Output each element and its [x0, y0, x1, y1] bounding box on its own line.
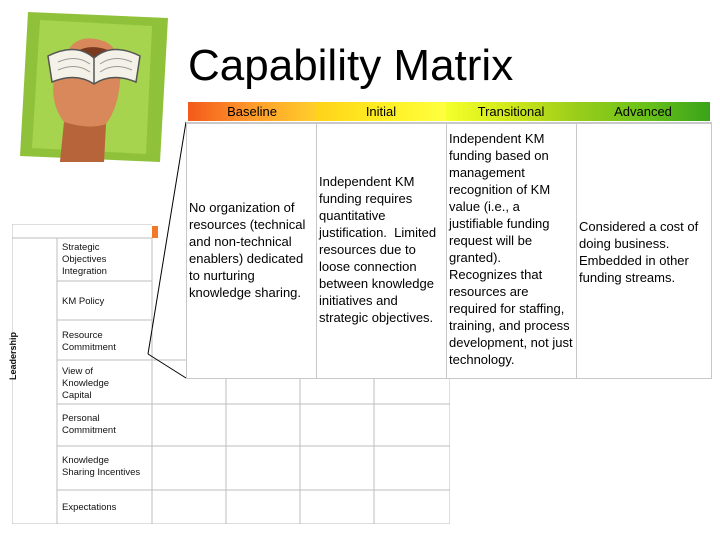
row-label-view-of-knowledge-capital: View of Knowledge Capital: [62, 366, 110, 401]
cell-transitional-text: Independent KM funding based on manageme…: [449, 131, 573, 367]
cell-initial-text: Independent KM funding requires quantita…: [319, 174, 437, 325]
column-transitional: [446, 123, 578, 379]
row-label-resource-commitment: Resource Commitment: [62, 330, 116, 353]
header-transitional: Transitional: [446, 102, 576, 121]
column-baseline: [186, 123, 318, 379]
resource-commitment-detail-panel: No organization of resources (technical …: [186, 122, 712, 379]
column-initial: [316, 123, 448, 379]
header-advanced: Advanced: [576, 102, 710, 121]
row-label-expectations: Expectations: [62, 502, 117, 513]
row-label-strategic-objectives: Strategic Objectives Integration: [62, 242, 107, 277]
header-baseline: Baseline: [188, 102, 316, 121]
page-title: Capability Matrix: [188, 41, 514, 90]
cell-advanced-text: Considered a cost of doing business. Emb…: [579, 219, 699, 285]
header-initial: Initial: [316, 102, 446, 121]
column-advanced: [576, 123, 712, 379]
row-label-knowledge-sharing-incentives: Knowledge Sharing Incentives: [62, 455, 141, 478]
reader-logo-icon: [20, 12, 168, 162]
cell-baseline-text: No organization of resources (technical …: [189, 200, 306, 300]
row-label-km-policy: KM Policy: [62, 296, 105, 307]
row-label-personal-commitment: Personal Commitment: [62, 413, 116, 436]
category-label-leadership: Leadership: [8, 331, 18, 380]
